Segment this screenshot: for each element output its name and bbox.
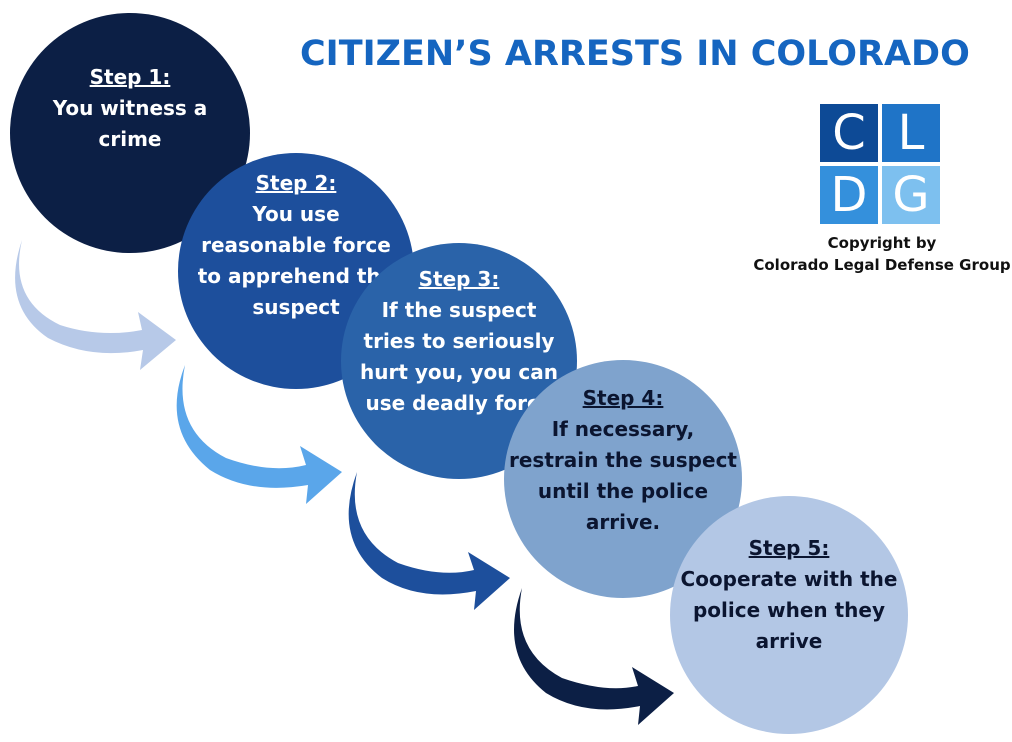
arrow-1-to-2: [15, 240, 177, 370]
copyright-line-1: Copyright by: [827, 234, 937, 252]
step-2-text: You use reasonable force to apprehend th…: [197, 201, 395, 319]
logo-letter-c: C: [820, 104, 878, 162]
step-4-label: Step 4:: [582, 385, 664, 410]
cldg-logo: C L D G: [820, 104, 942, 224]
step-5-label: Step 5:: [748, 536, 830, 560]
page-title: CITIZEN’S ARRESTS IN COLORADO: [300, 34, 970, 74]
copyright-line-2: Colorado Legal Defense Group: [753, 256, 1011, 274]
logo-letter-d: D: [820, 166, 878, 224]
logo-letter-l: L: [882, 104, 940, 162]
step-3-text: If the suspect tries to seriously hurt y…: [359, 297, 558, 415]
step-5-circle: Step 5: Cooperate with the police when t…: [670, 496, 908, 734]
copyright-notice: Copyright by Colorado Legal Defense Grou…: [752, 232, 1012, 276]
step-3-label: Step 3:: [418, 266, 500, 291]
step-3-circle: Step 3: If the suspect tries to seriousl…: [341, 243, 577, 479]
step-2-label: Step 2:: [255, 170, 337, 195]
arrow-4-to-5: [514, 588, 674, 725]
step-4-text: If necessary, restrain the suspect until…: [509, 416, 737, 534]
arrow-2-to-3: [176, 365, 342, 504]
logo-letter-g: G: [882, 166, 940, 224]
arrow-3-to-4: [348, 472, 510, 610]
step-1-label: Step 1:: [89, 64, 171, 89]
step-5-text: Cooperate with the police when they arri…: [680, 567, 898, 653]
step-1-text: You witness a crime: [52, 95, 208, 151]
